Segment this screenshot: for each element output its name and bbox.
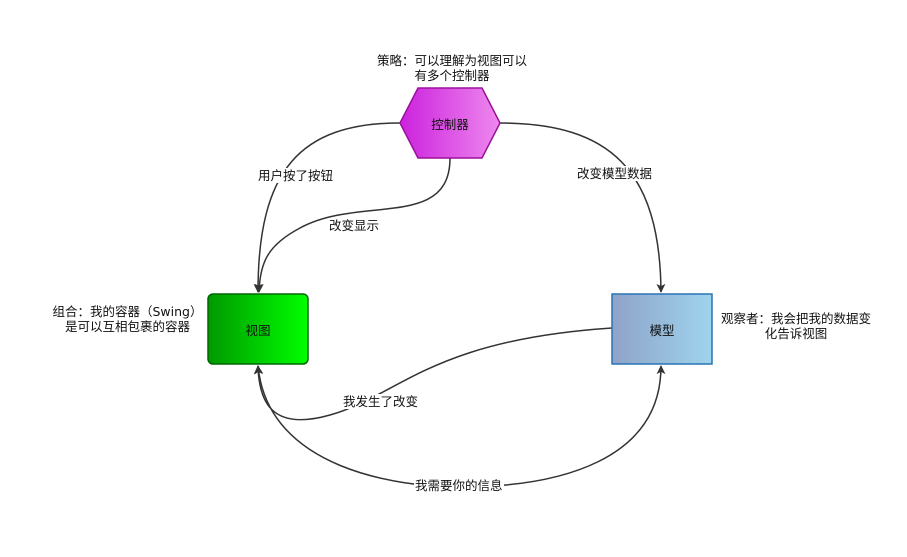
edge-label-change-model-data: 改变模型数据: [576, 166, 654, 181]
model-note-line2: 化告诉视图: [764, 326, 828, 341]
controller-note-line1: 策略：可以理解为视图可以: [376, 53, 527, 68]
edge-view-model-need-info: [254, 365, 666, 488]
view-note-line1: 组合：我的容器（Swing）: [52, 304, 203, 319]
model-note: 观察者：我会把我的数据变 化告诉视图: [716, 311, 876, 341]
controller-node: [399, 87, 501, 159]
view-note-line2: 是可以互相包裹的容器: [64, 319, 190, 334]
edge-controller-to-model-change-data: [499, 122, 666, 293]
edge-label-change-display: 改变显示: [328, 218, 381, 233]
edge-label-user-pressed-button: 用户按了按钮: [257, 168, 335, 183]
edge-controller-to-view-user-pressed: [253, 122, 401, 293]
model-node: [611, 293, 713, 365]
model-note-line1: 观察者：我会把我的数据变: [720, 311, 871, 326]
edge-model-to-view-i-changed: [253, 327, 613, 421]
controller-note: 策略：可以理解为视图可以 有多个控制器: [372, 53, 532, 83]
controller-note-line2: 有多个控制器: [414, 68, 490, 83]
view-node: [207, 293, 309, 365]
edge-label-i-need-your-info: 我需要你的信息: [414, 478, 504, 493]
edge-label-i-changed: 我发生了改变: [342, 394, 420, 409]
edge-controller-to-view-change-display: [254, 157, 451, 293]
view-note: 组合：我的容器（Swing） 是可以互相包裹的容器: [50, 304, 205, 334]
